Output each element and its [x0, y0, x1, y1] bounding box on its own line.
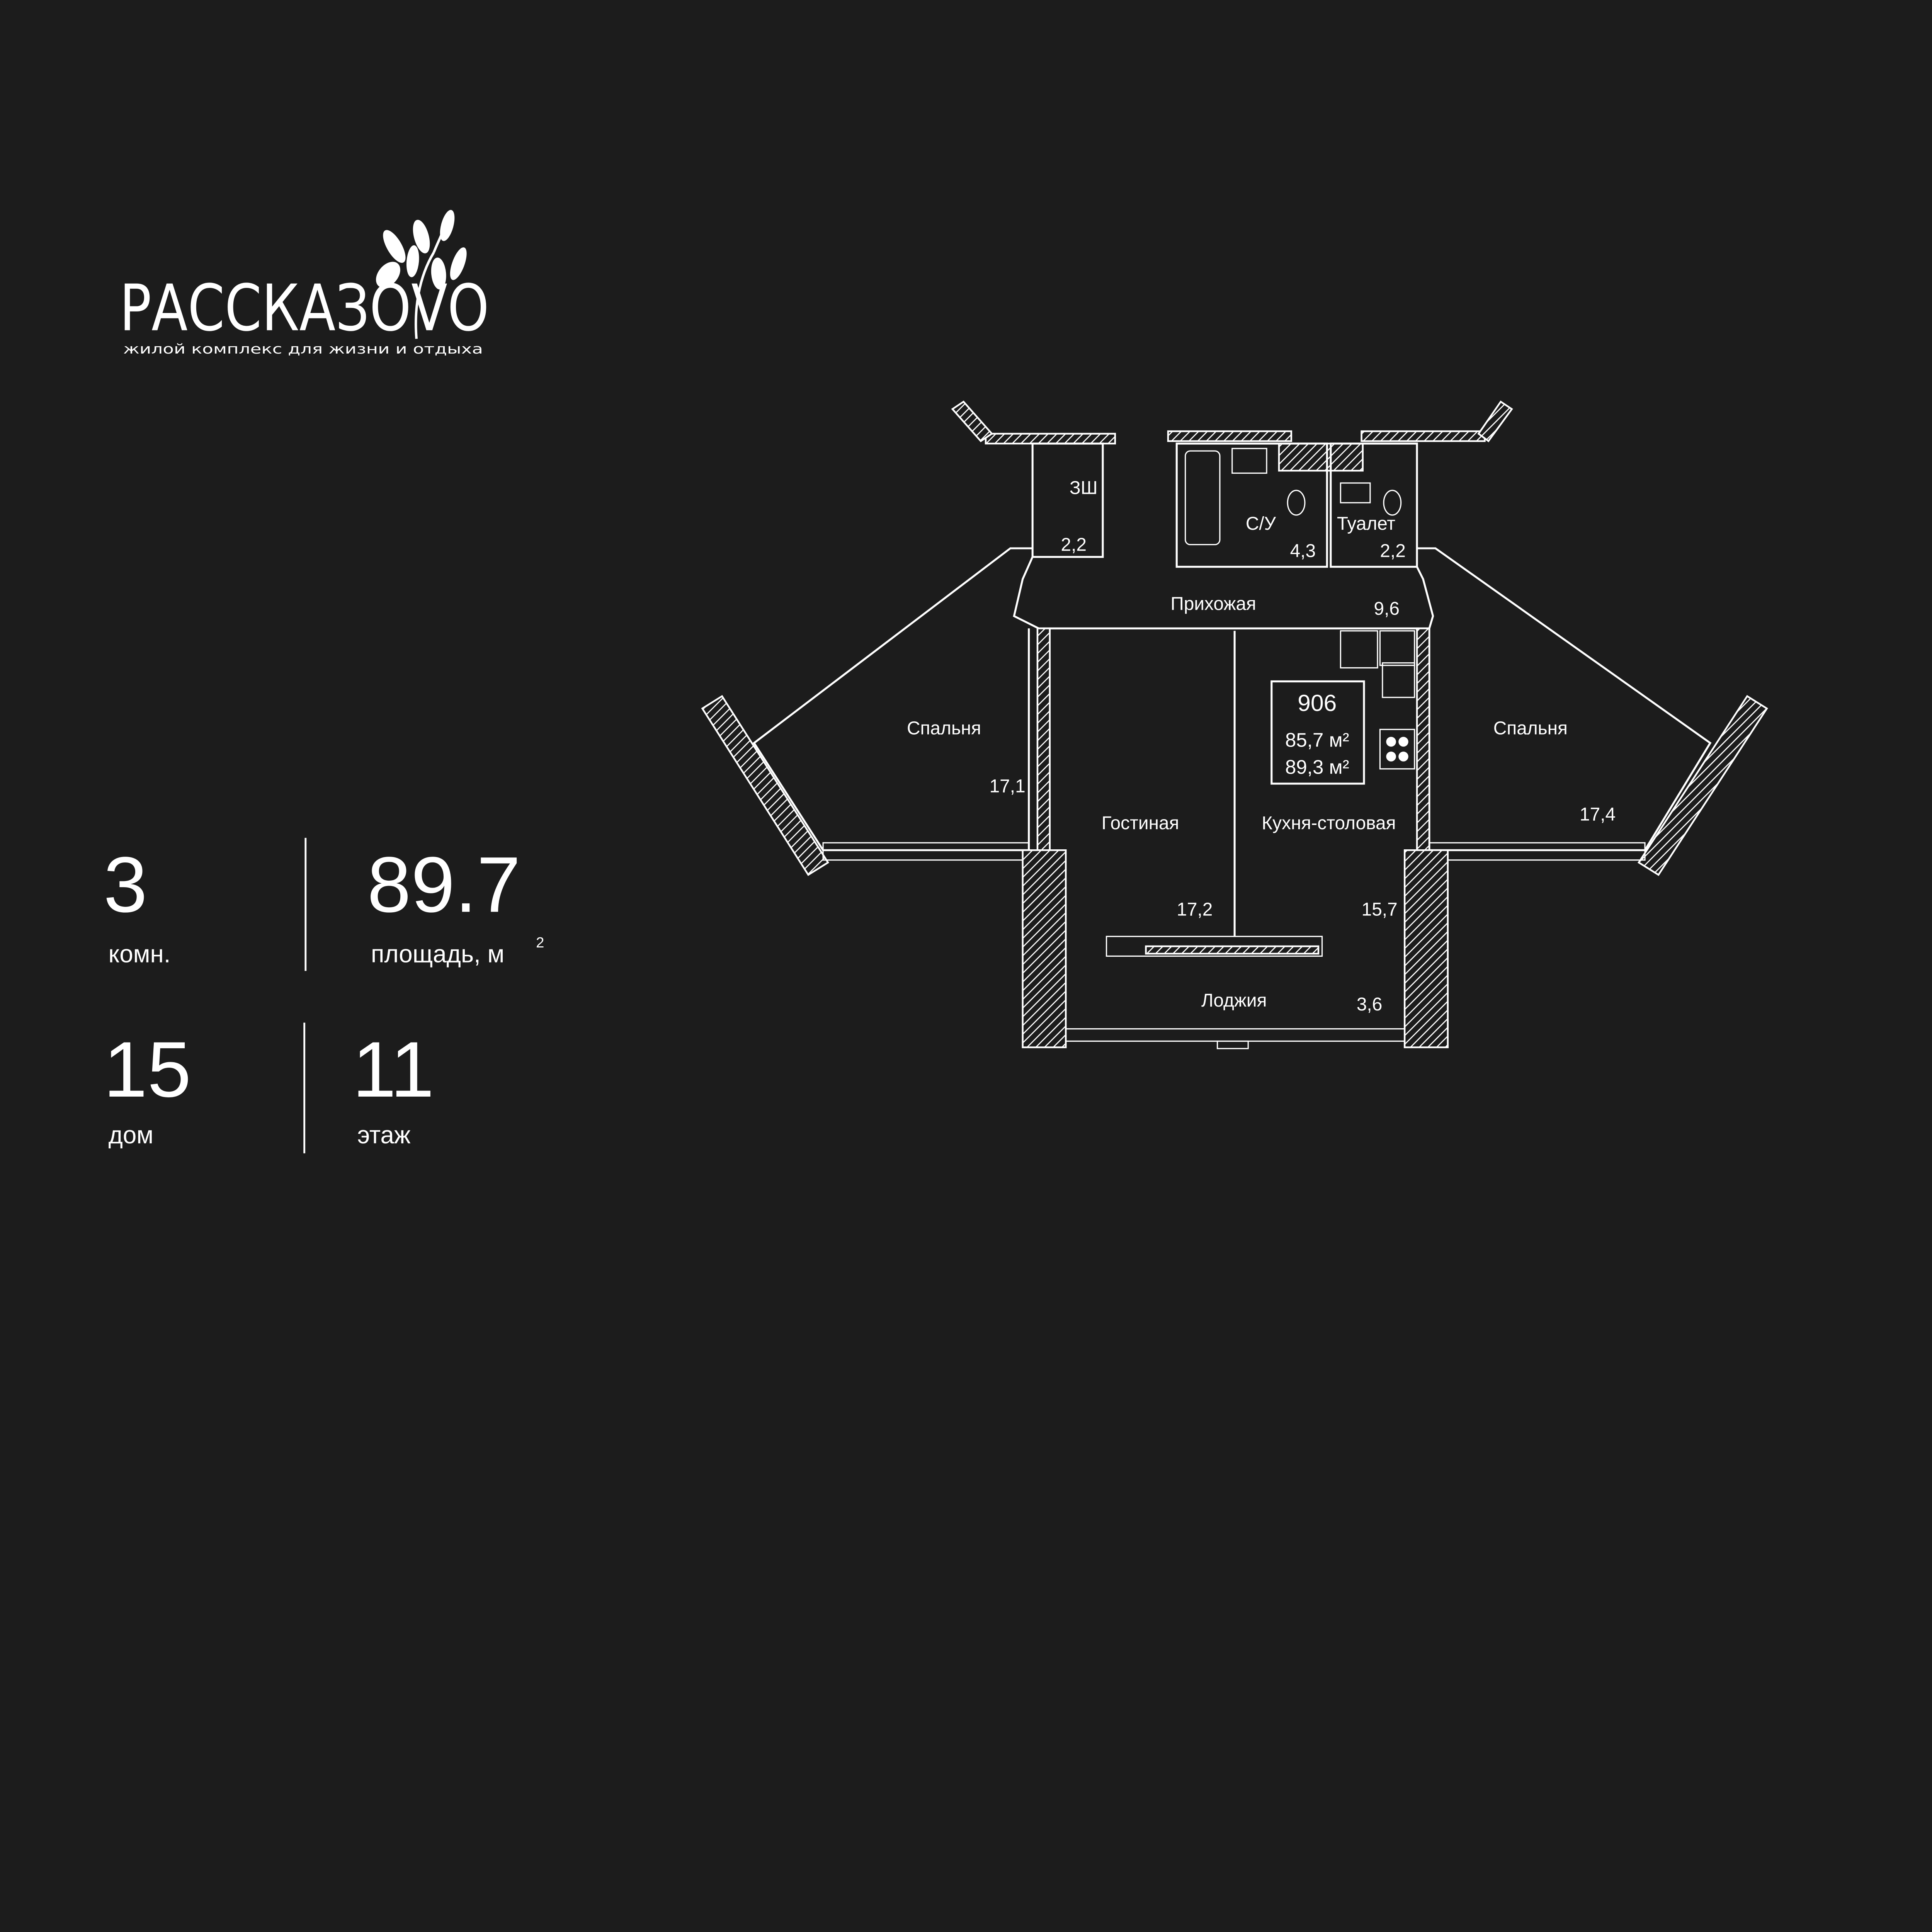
- room-name: Туалет: [1337, 514, 1395, 534]
- apartment-info-box: 906 85,7 м² 89,3 м²: [1270, 680, 1365, 785]
- logo-wordmark: РАССКАЗОVО: [119, 271, 489, 346]
- room-area: 4,3: [1290, 541, 1316, 561]
- room-area: 17,4: [1580, 804, 1616, 825]
- room-name: С/У: [1246, 514, 1276, 534]
- room-name: Гостиная: [1102, 813, 1179, 833]
- area-label: площадь, м: [371, 940, 505, 968]
- room-area: 3,6: [1357, 994, 1383, 1015]
- area-value: 89.7: [367, 841, 520, 929]
- logo: РАССКАЗОVО жилой комплекс для жизни и от…: [119, 210, 489, 357]
- room-name: Спальня: [1493, 718, 1568, 739]
- rooms-label: комн.: [109, 940, 171, 968]
- floor-plan: 906 85,7 м² 89,3 м² ЗШ 2,2 С/У 4,3 Туале…: [701, 400, 1768, 1049]
- building-label: дом: [109, 1121, 154, 1149]
- floor-value: 11: [352, 1026, 434, 1114]
- area-unit-sup: 2: [536, 934, 544, 951]
- room-area: 15,7: [1362, 899, 1398, 920]
- apartment-number: 906: [1298, 690, 1337, 716]
- room-name: Кухня-столовая: [1262, 813, 1396, 833]
- leaves-icon: [376, 210, 467, 339]
- area-total: 89,3 м²: [1285, 756, 1349, 778]
- room-name: Прихожая: [1170, 594, 1256, 614]
- room-name: ЗШ: [1070, 478, 1098, 498]
- floor-label: этаж: [357, 1121, 411, 1149]
- room-area: 17,2: [1177, 899, 1213, 920]
- room-name: Лоджия: [1201, 990, 1267, 1011]
- room-area: 9,6: [1374, 599, 1400, 619]
- building-value: 15: [104, 1026, 191, 1114]
- area-living: 85,7 м²: [1285, 729, 1349, 751]
- logo-tagline: жилой комплекс для жизни и отдыха: [123, 341, 483, 357]
- room-area: 2,2: [1380, 541, 1406, 561]
- room-area: 17,1: [990, 776, 1026, 796]
- room-name: Спальня: [907, 718, 981, 739]
- rooms-value: 3: [104, 841, 148, 929]
- page-canvas: РАССКАЗОVО жилой комплекс для жизни и от…: [103, 210, 1768, 1153]
- summary-panel: 3 комн. 89.7 площадь, м 2 15 дом 11 этаж: [104, 838, 544, 1153]
- room-area: 2,2: [1061, 534, 1087, 555]
